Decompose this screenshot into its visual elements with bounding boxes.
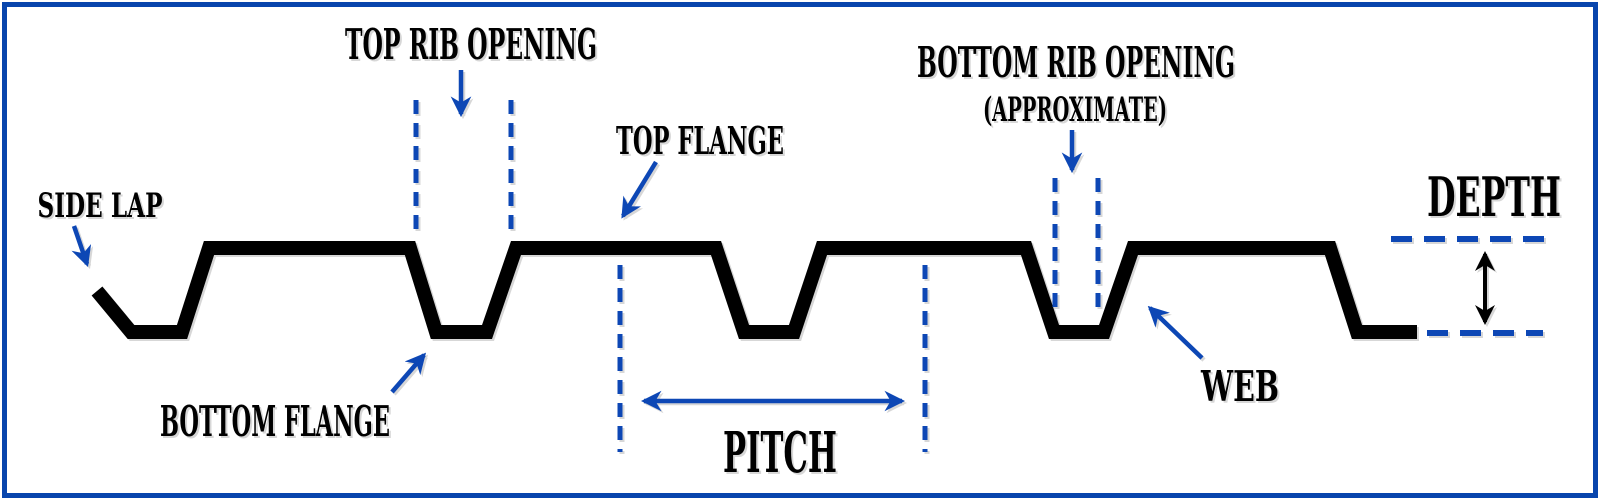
bottom-rib-opening-label: BOTTOM RIB OPENING [917,38,1235,87]
side-lap-arrow [71,225,92,267]
deck-profile-line [91,241,1417,339]
pitch-label: PITCH [723,420,837,486]
bottom-rib-opening-note-label: (APPROXIMATE) [983,90,1167,130]
depth-label: DEPTH [1427,165,1561,229]
top-flange-arrow [621,160,658,219]
side-lap-label: SIDE LAP [38,186,163,226]
bottom-flange-arrow [390,352,427,394]
bottom-flange-label: BOTTOM FLANGE [160,397,390,446]
web-arrow [1147,305,1204,360]
top-rib-opening-label: TOP RIB OPENING [345,20,597,69]
web-label: WEB [1200,362,1279,411]
top-flange-label: TOP FLANGE [616,118,784,163]
